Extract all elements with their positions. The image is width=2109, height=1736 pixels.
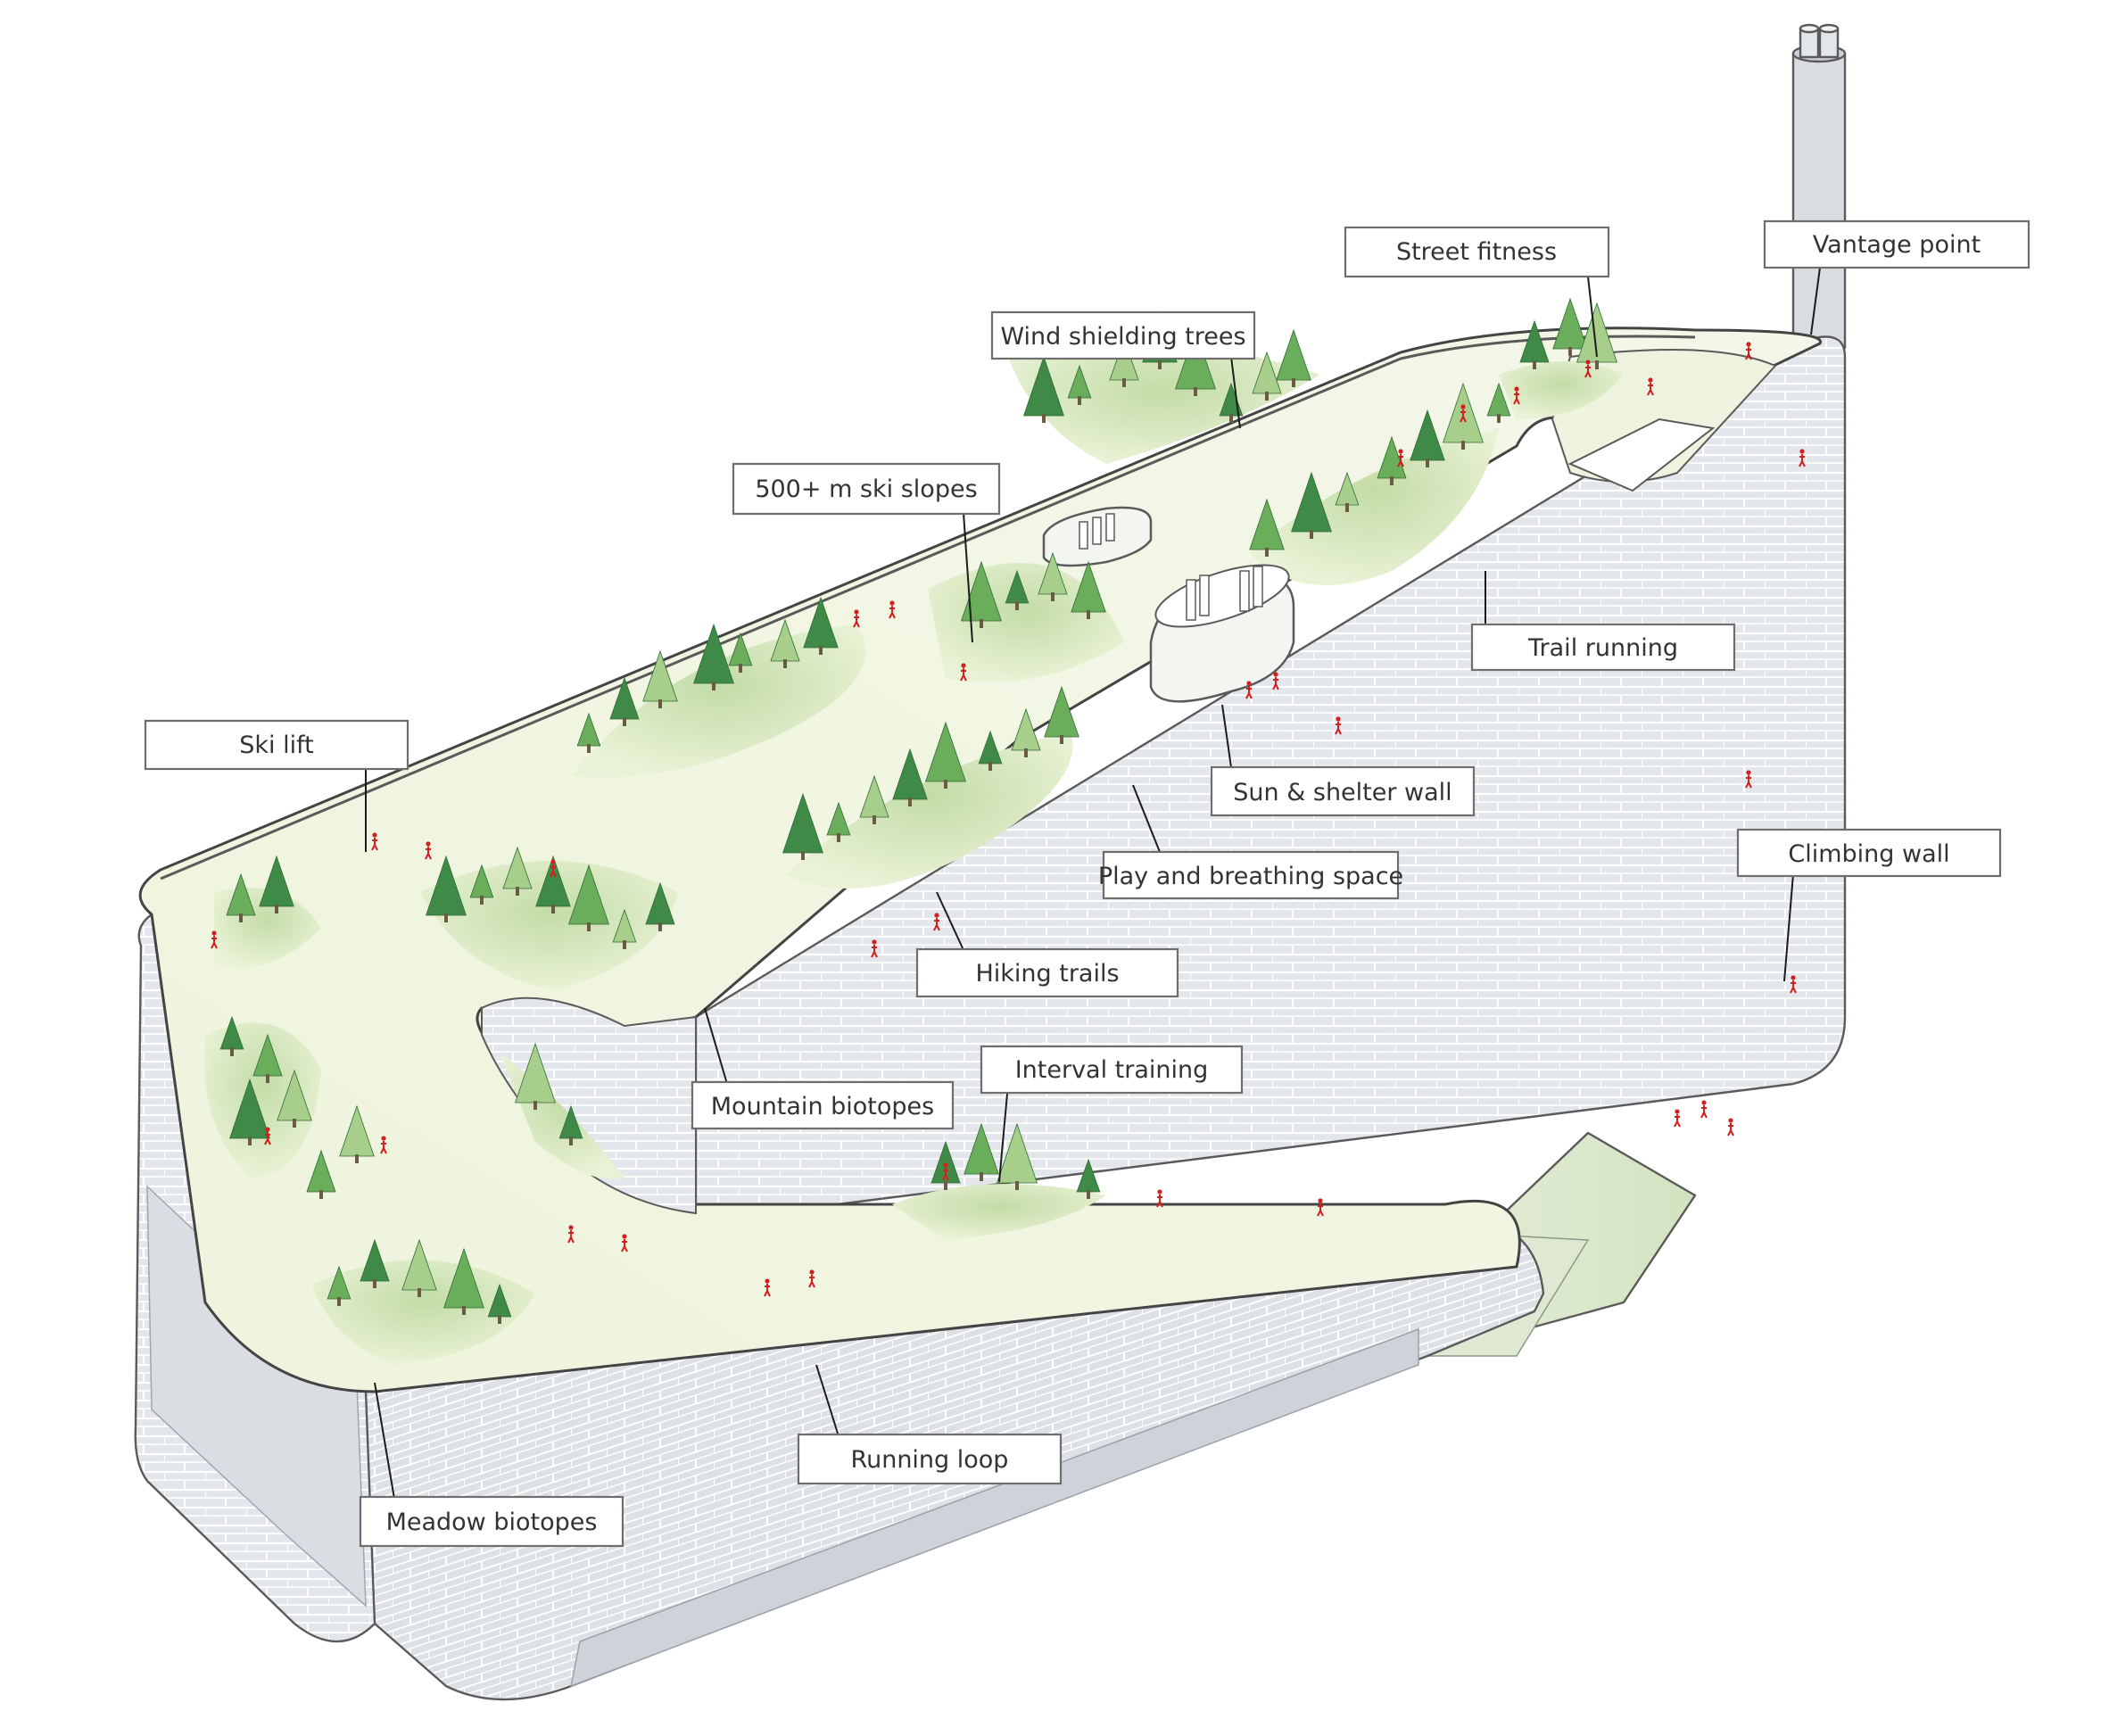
callout-meadow-biotopes: Meadow biotopes — [360, 1497, 623, 1546]
label-mountain-biotopes: Mountain biotopes — [711, 1093, 934, 1120]
callout-interval-training: Interval training — [981, 1046, 1242, 1093]
callout-vantage-point: Vantage point — [1765, 221, 2029, 268]
label-meadow-biotopes: Meadow biotopes — [386, 1509, 598, 1536]
person — [1675, 1109, 1680, 1127]
person — [1728, 1118, 1733, 1136]
callout-ski-lift: Ski lift — [145, 721, 408, 769]
label-hiking-trails: Hiking trails — [975, 960, 1119, 988]
callout-wind-shielding-trees: Wind shielding trees — [992, 312, 1254, 359]
label-sun-shelter-wall: Sun & shelter wall — [1233, 779, 1451, 806]
label-trail-running: Trail running — [1527, 634, 1678, 662]
callout-running-loop: Running loop — [798, 1434, 1061, 1484]
label-vantage-point: Vantage point — [1813, 231, 1981, 259]
tree — [1277, 330, 1311, 387]
chimney — [1793, 25, 1845, 348]
label-wind-shielding-trees: Wind shielding trees — [1000, 323, 1245, 351]
callout-mountain-biotopes: Mountain biotopes — [692, 1082, 953, 1128]
label-running-loop: Running loop — [851, 1446, 1009, 1474]
label-climbing-wall: Climbing wall — [1788, 840, 1949, 868]
callout-play-breathing-space: Play and breathing space — [1098, 852, 1403, 898]
callout-sun-shelter-wall: Sun & shelter wall — [1212, 767, 1474, 815]
callout-trail-running: Trail running — [1472, 624, 1734, 670]
label-street-fitness: Street fitness — [1396, 238, 1557, 266]
label-ski-slopes: 500+ m ski slopes — [755, 475, 977, 503]
person — [1701, 1100, 1707, 1118]
label-play-breathing-space: Play and breathing space — [1098, 863, 1403, 890]
label-ski-lift: Ski lift — [239, 732, 313, 759]
callout-hiking-trails: Hiking trails — [917, 949, 1178, 996]
callout-street-fitness: Street fitness — [1345, 227, 1609, 277]
label-interval-training: Interval training — [1015, 1056, 1209, 1084]
callout-ski-slopes: 500+ m ski slopes — [733, 464, 999, 514]
callout-climbing-wall: Climbing wall — [1738, 830, 2000, 876]
